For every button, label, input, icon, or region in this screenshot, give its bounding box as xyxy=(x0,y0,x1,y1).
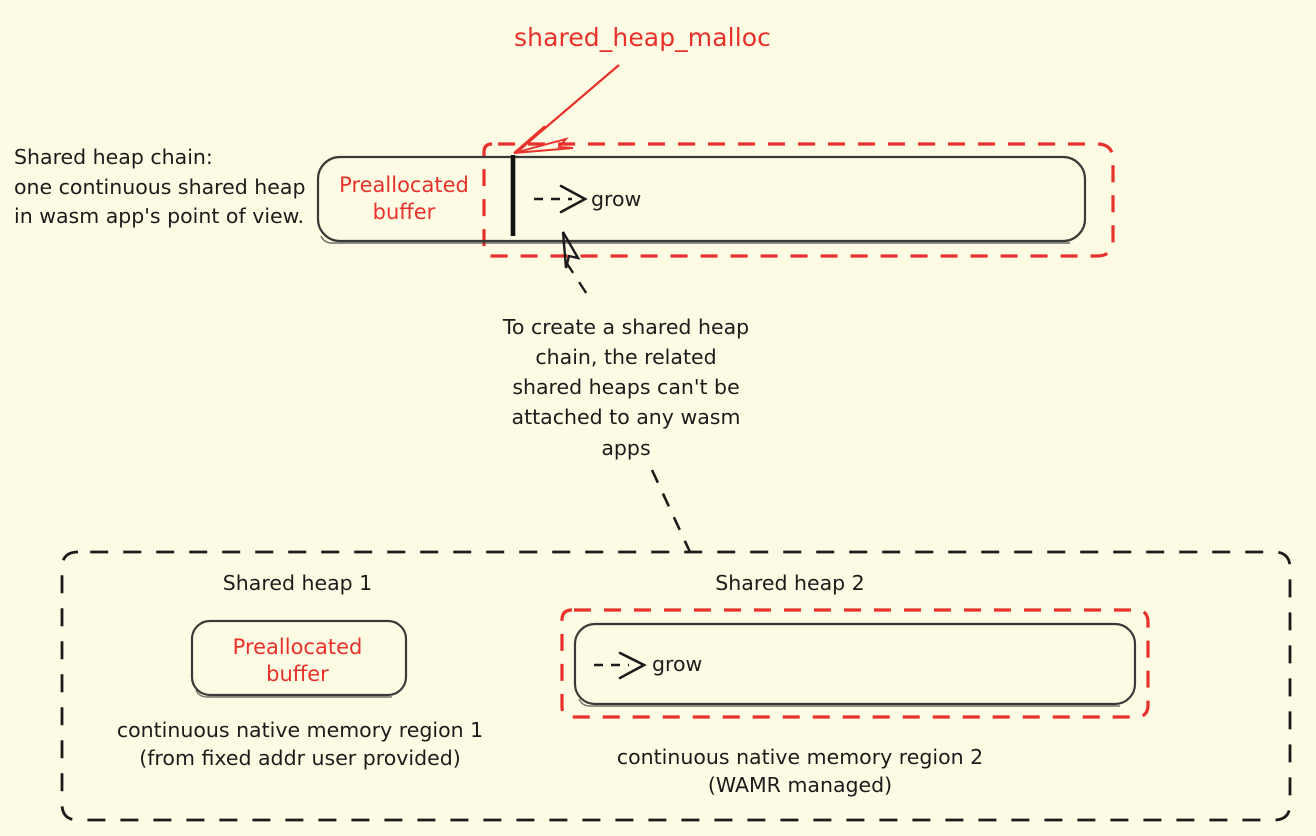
top-shared-heap2-dashed-region xyxy=(482,142,1115,258)
shared-heap-malloc-label: shared_heap_malloc xyxy=(514,23,771,52)
shared-heap-chain-description: Shared heap chain: one continuous shared… xyxy=(14,145,306,229)
shared-heap-1-title: Shared heap 1 xyxy=(222,571,373,595)
heap2-dashed-region xyxy=(560,608,1150,719)
top-grow-label: grow xyxy=(591,187,642,211)
heap1-caption: continuous native memory region 1 (from … xyxy=(116,718,484,771)
heap2-box-sketch-underline xyxy=(578,698,1120,707)
malloc-callout-line xyxy=(516,64,620,153)
malloc-callout-arrowhead-barb xyxy=(513,125,546,154)
top-box-sketch-underline xyxy=(320,235,1070,244)
heap2-grow-arrow-head xyxy=(618,651,647,680)
heap2-grow-label: grow xyxy=(652,652,703,676)
note-leader-line-upper xyxy=(564,261,594,303)
heap1-preallocated-buffer-label: Preallocated buffer xyxy=(232,635,363,686)
top-preallocated-buffer-label: Preallocated buffer xyxy=(339,173,469,225)
shared-heap-2-title: Shared heap 2 xyxy=(715,571,865,595)
shared-heap-chain-constraint-note: To create a shared heap chain, the relat… xyxy=(502,315,750,460)
note-leader-arrowhead xyxy=(561,231,581,269)
heap2-caption: continuous native memory region 2 (WAMR … xyxy=(616,745,984,798)
malloc-callout-arrowhead xyxy=(513,137,574,154)
note-leader-line-lower xyxy=(650,469,692,553)
heap1-box-sketch-underline xyxy=(195,689,392,698)
top-grow-arrow-head xyxy=(559,184,588,214)
